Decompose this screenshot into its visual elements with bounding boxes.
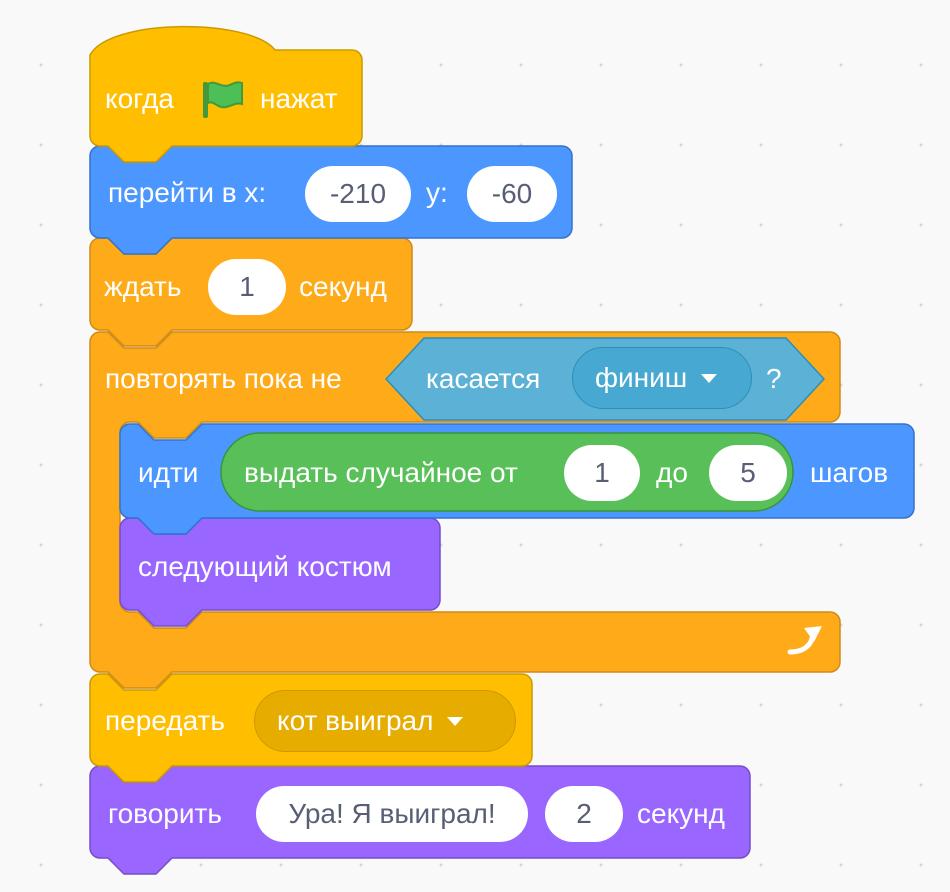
- goto-y-input[interactable]: -60: [467, 166, 557, 222]
- wait-label: ждать: [104, 271, 182, 302]
- touching-question-mark: ?: [766, 363, 782, 394]
- hat-label-clicked: нажат: [260, 83, 338, 114]
- broadcast-message-dropdown[interactable]: кот выиграл: [254, 690, 516, 752]
- goto-label: перейти в x:: [108, 177, 267, 208]
- random-from-input[interactable]: 1: [564, 445, 640, 501]
- wait-unit-label: секунд: [299, 271, 387, 302]
- pick-random-label: выдать случайное от: [244, 457, 518, 488]
- say-seconds-input[interactable]: 2: [545, 786, 623, 842]
- touching-label: касается: [426, 363, 541, 394]
- goto-y-label: y:: [426, 177, 448, 208]
- chevron-down-icon: [701, 373, 718, 383]
- green-flag-icon[interactable]: [200, 78, 244, 120]
- touching-target-dropdown[interactable]: финиш: [572, 347, 752, 409]
- move-label: идти: [138, 457, 199, 488]
- hat-label-when: когда: [105, 83, 175, 114]
- goto-x-input[interactable]: -210: [305, 166, 411, 222]
- say-unit-label: секунд: [637, 798, 725, 829]
- broadcast-message-value: кот выиграл: [277, 705, 434, 736]
- random-to-label: до: [656, 457, 688, 488]
- chevron-down-icon: [447, 716, 464, 726]
- repeat-until-label: повторять пока не: [105, 363, 342, 394]
- broadcast-label: передать: [105, 705, 225, 736]
- next-costume-label: следующий костюм: [138, 551, 392, 582]
- say-text-input[interactable]: Ура! Я выиграл!: [256, 786, 528, 842]
- touching-target-value: финиш: [595, 362, 688, 393]
- move-unit-label: шагов: [810, 457, 889, 488]
- say-label: говорить: [108, 798, 222, 829]
- wait-seconds-input[interactable]: 1: [208, 259, 286, 315]
- random-to-input[interactable]: 5: [709, 445, 787, 501]
